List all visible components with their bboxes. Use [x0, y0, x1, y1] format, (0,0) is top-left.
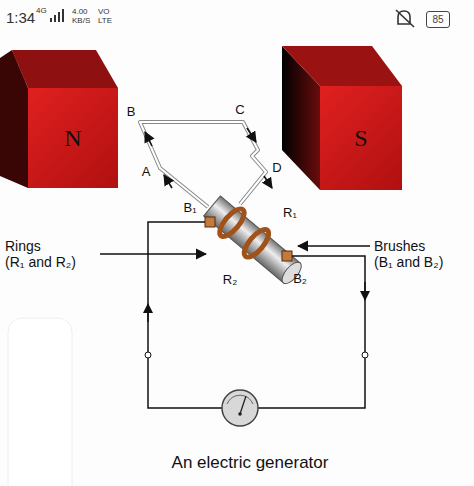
magnet-south-pole: S — [320, 86, 402, 190]
figure-caption: An electric generator — [172, 453, 329, 473]
battery-indicator: 85 — [426, 11, 450, 28]
current-arrows — [145, 128, 272, 188]
brush — [282, 251, 292, 261]
coil — [140, 122, 266, 207]
coil-corner-label: D — [272, 161, 281, 176]
coil-corner-label: B — [127, 105, 136, 120]
pointer-arrow — [100, 253, 206, 255]
terminal — [145, 352, 151, 358]
signal-bars — [50, 9, 64, 22]
galvanometer — [222, 390, 258, 426]
circuit-wire — [148, 222, 365, 408]
data-speed: 4.00 KB/S — [72, 7, 96, 25]
node-text: 85 — [432, 14, 443, 25]
volte-indicator: VO LTE — [98, 7, 118, 25]
node-text: S — [354, 125, 367, 152]
brush-label: B₂ — [293, 272, 307, 287]
north-magnet — [0, 50, 118, 188]
part-label: Rings (R₁ and R₂) — [5, 238, 93, 270]
part-label: Brushes (B₁ and B₂) — [374, 238, 466, 270]
current-arrow — [364, 282, 366, 300]
terminal — [362, 352, 368, 358]
current-arrow — [147, 304, 149, 322]
coil-corner-label: A — [142, 165, 151, 180]
magnet-north-pole: N — [28, 88, 118, 188]
mute-icon — [396, 10, 414, 27]
ring-label: R₁ — [283, 206, 297, 221]
ghost-card — [8, 318, 72, 486]
coil-corner-label: C — [235, 103, 244, 118]
network-type: 4G — [36, 6, 47, 15]
slip-ring — [240, 226, 273, 261]
south-magnet — [282, 46, 402, 190]
slip-ring — [216, 205, 249, 240]
ring-label: R₂ — [223, 273, 237, 288]
brush — [205, 217, 215, 227]
axle — [201, 193, 307, 290]
brush-label: B₁ — [183, 201, 196, 216]
node-text: N — [64, 125, 81, 152]
pointer-arrow — [298, 245, 370, 247]
clock: 1:34 — [6, 9, 35, 26]
